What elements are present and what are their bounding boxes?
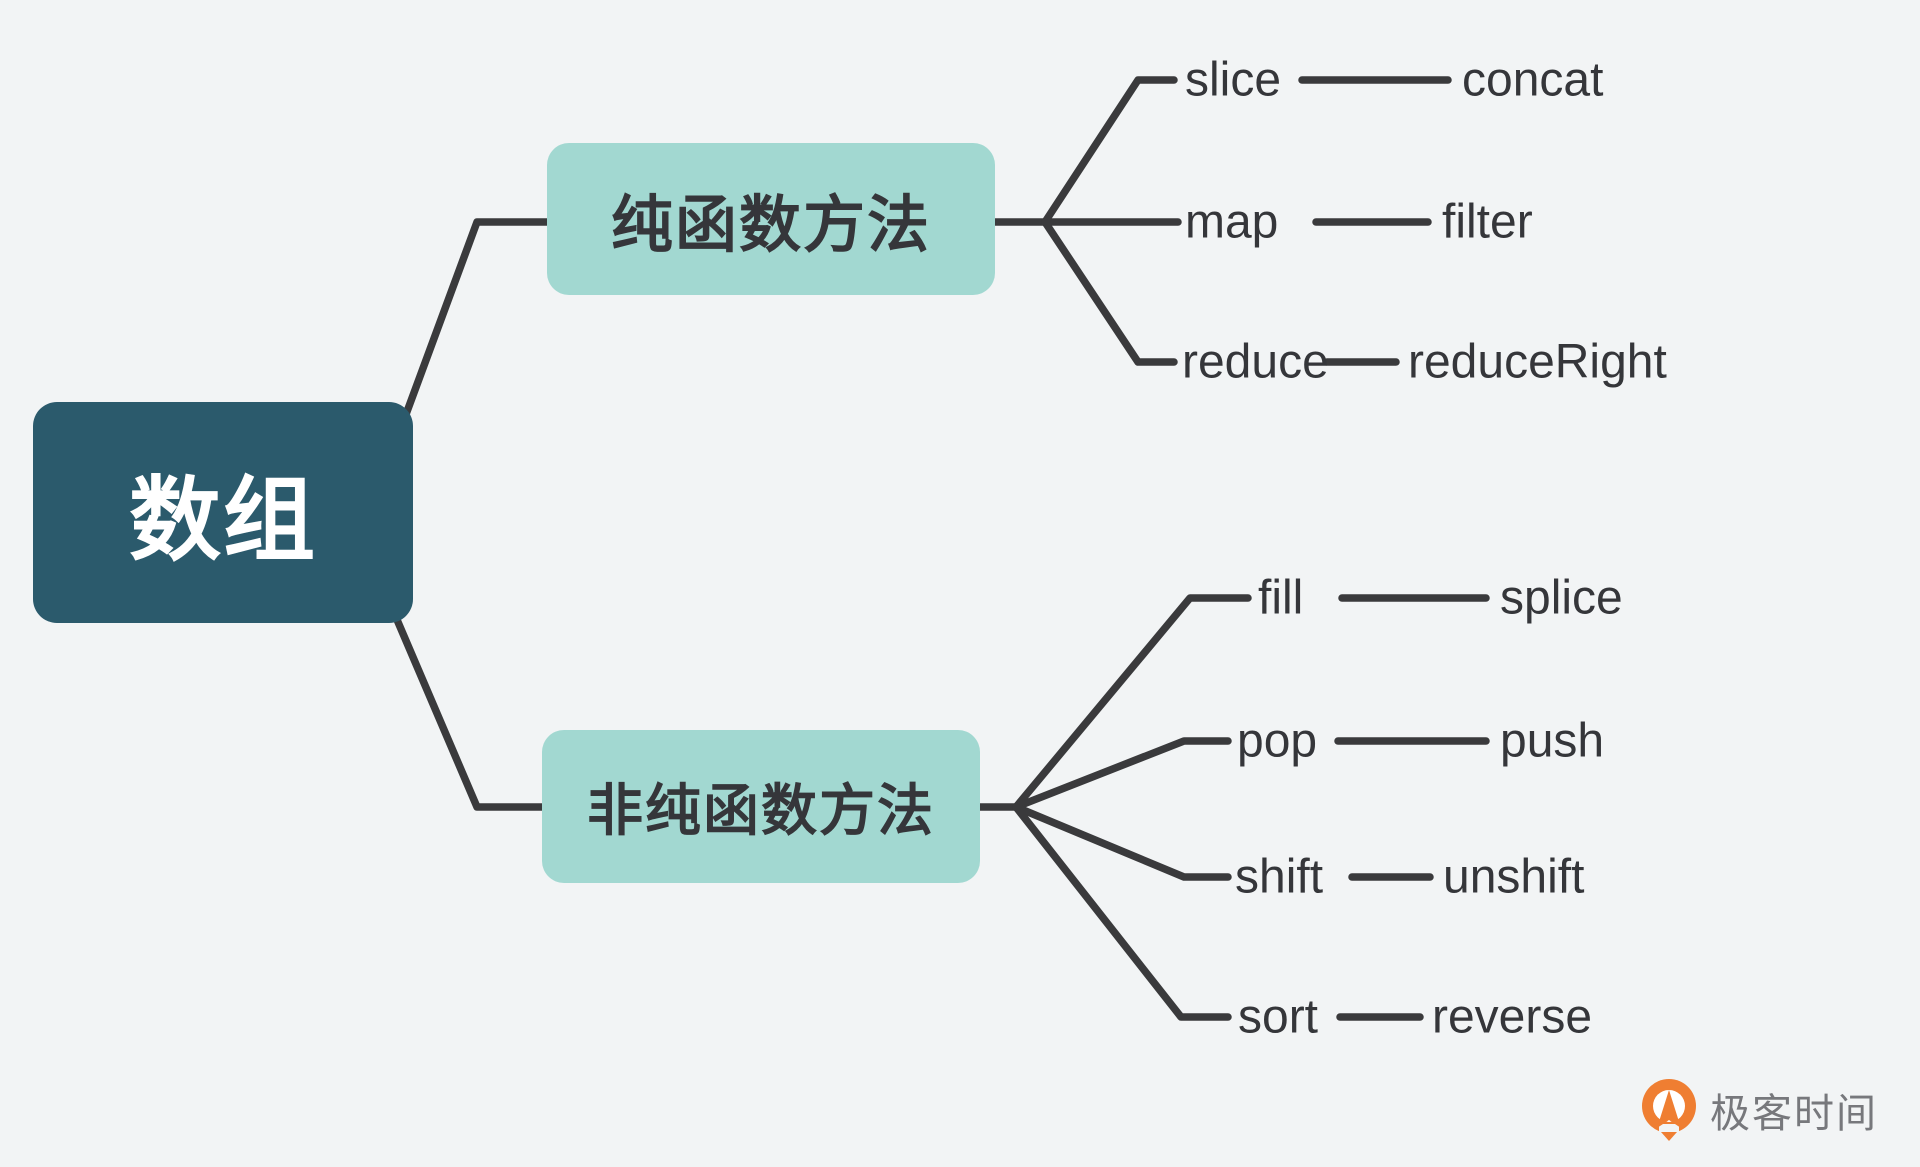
leaf-unshift: unshift <box>1443 850 1585 904</box>
geektime-logo-icon <box>1642 1079 1696 1141</box>
brand-watermark: 极客时间 <box>1640 1078 1878 1142</box>
leaf-reverse: reverse <box>1432 990 1593 1044</box>
leaf-map: map <box>1185 195 1279 249</box>
node-impure-methods: 非纯函数方法 <box>542 730 980 883</box>
leaf-concat: concat <box>1462 53 1604 107</box>
leaf-reduceright: reduceRight <box>1408 335 1667 389</box>
edge-pure-to-reduce <box>1041 218 1178 366</box>
edge-impure-to-fill <box>1012 594 1252 811</box>
leaf-shift: shift <box>1235 850 1324 904</box>
leaf-reduce: reduce <box>1182 335 1329 389</box>
edge-impure-to-sort <box>1012 803 1232 1021</box>
leaf-fill: fill <box>1258 571 1304 625</box>
edge-root-to-impure <box>388 604 560 811</box>
leaf-slice: slice <box>1185 53 1282 107</box>
logo-ring-gap <box>1659 1124 1679 1134</box>
node-root: 数组 <box>33 402 413 623</box>
leaf-sort: sort <box>1238 990 1319 1044</box>
edge-impure-to-pop <box>1012 737 1232 811</box>
edge-pure-to-slice <box>1041 76 1178 226</box>
edge-impure-to-shift <box>1012 803 1232 881</box>
leaf-splice: splice <box>1500 571 1623 625</box>
logo-pointer <box>1661 1132 1677 1141</box>
edge-root-to-pure <box>394 218 560 440</box>
leaf-filter: filter <box>1442 195 1533 249</box>
node-pure-methods: 纯函数方法 <box>547 143 995 295</box>
brand-name: 极客时间 <box>1710 1092 1878 1136</box>
leaf-push: push <box>1500 714 1605 768</box>
leaf-pop: pop <box>1237 714 1318 768</box>
logo-arrow <box>1657 1090 1681 1128</box>
